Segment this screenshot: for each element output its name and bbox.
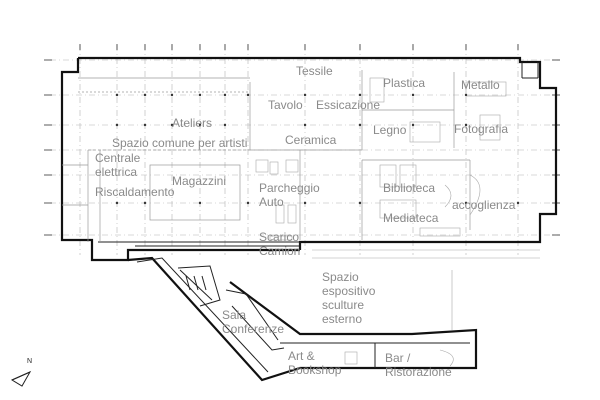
room-label-line: Essicazione <box>316 98 380 112</box>
room-label-line: Auto <box>259 195 284 209</box>
room-label-tavolo: Tavolo <box>268 98 303 112</box>
room-label-line: Scarico <box>259 230 299 244</box>
room-label-riscaldamento: Riscaldamento <box>95 185 175 199</box>
furniture <box>255 77 507 241</box>
room-label-line: esterno <box>322 312 362 326</box>
room-label-line: Bookshop <box>288 363 342 377</box>
room-label-line: Spazio <box>322 270 359 284</box>
room-label-line: Bar / <box>385 351 411 365</box>
room-label-fotografia: Fotografia <box>454 122 508 136</box>
room-label-line: Conferenze <box>222 322 284 336</box>
room-label-line: Camion <box>259 244 300 258</box>
room-label-line: Ateliers <box>172 116 212 130</box>
room-label-line: Parcheggio <box>259 181 320 195</box>
room-label-line: Spazio comune per artisti <box>112 136 247 150</box>
room-label-line: Metallo <box>461 78 500 92</box>
room-label-line: Ceramica <box>285 133 337 147</box>
room-label-magazzini: Magazzini <box>172 174 226 188</box>
lower-wing-walls <box>127 249 540 382</box>
room-label-line: Tavolo <box>268 98 303 112</box>
room-label-line: Sala <box>222 308 246 322</box>
room-label-line: Fotografia <box>454 122 508 136</box>
room-label-line: Biblioteca <box>383 181 435 195</box>
interior-partitions <box>62 70 471 242</box>
room-label-essicazione: Essicazione <box>316 98 380 112</box>
room-label-line: Mediateca <box>383 211 439 225</box>
room-label-line: Legno <box>373 123 407 137</box>
room-label-line: Riscaldamento <box>95 185 175 199</box>
room-label-plastica: Plastica <box>383 76 425 90</box>
room-label-accoglienza: accoglienza <box>452 198 516 212</box>
room-label-line: espositivo <box>322 284 376 298</box>
room-label-tessile: Tessile <box>296 64 333 78</box>
room-label-line: Art & <box>288 349 315 363</box>
room-label-line: Plastica <box>383 76 425 90</box>
room-label-mediateca: Mediateca <box>383 211 439 225</box>
room-label-line: Magazzini <box>172 174 226 188</box>
structural-grid <box>50 45 560 255</box>
room-label-biblioteca: Biblioteca <box>383 181 435 195</box>
room-label-legno: Legno <box>373 123 407 137</box>
structural-columns <box>115 93 520 205</box>
room-label-ateliers: Ateliers <box>172 116 212 130</box>
room-label-line: Tessile <box>296 64 333 78</box>
north-label: N <box>27 358 32 365</box>
room-label-line: accoglienza <box>452 198 516 212</box>
room-label-art-bookshop: Art &Bookshop <box>288 349 342 377</box>
room-label-line: sculture <box>322 298 364 312</box>
room-label-ceramica: Ceramica <box>285 133 337 147</box>
room-label-metallo: Metallo <box>461 78 500 92</box>
room-label-bar-ristorazione: Bar /Ristorazione <box>385 351 452 379</box>
room-label-line: Centrale <box>95 151 141 165</box>
north-arrow-icon: N <box>10 358 32 387</box>
room-label-spazio-comune: Spazio comune per artisti <box>112 136 247 150</box>
room-label-line: Ristorazione <box>385 365 452 379</box>
room-label-line: elettrica <box>95 165 137 179</box>
exterior-walls <box>60 56 558 262</box>
